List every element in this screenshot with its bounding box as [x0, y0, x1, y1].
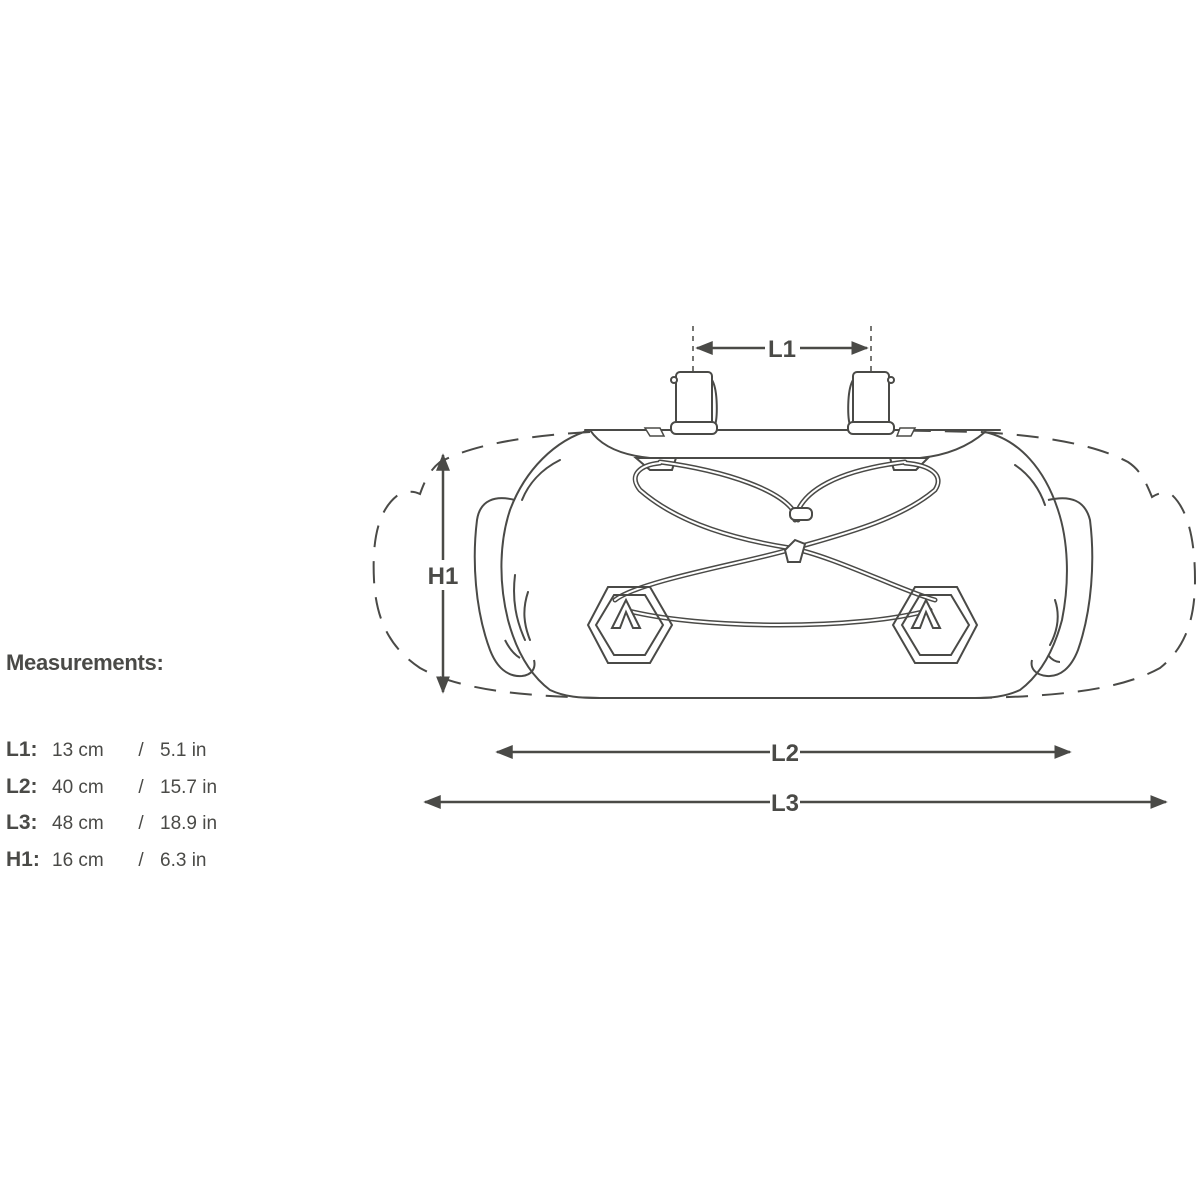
legend-metric-value: 48 cm [52, 813, 104, 834]
dimension-l1: L1 [692, 326, 872, 372]
expanded-outline-dashed [372, 429, 1197, 699]
legend-metric-value: 16 cm [52, 849, 104, 871]
mount-strap-right [847, 371, 895, 435]
legend-metric-value: 13 cm [52, 740, 104, 761]
bungee-cord [612, 459, 941, 628]
bag-body [500, 429, 1068, 699]
legend-separator: / [138, 849, 144, 871]
dimension-h1: H1 [428, 453, 459, 694]
dimension-label-l2: L2 [771, 740, 799, 767]
legend-key: H1: [6, 847, 40, 871]
dimension-label-l3: L3 [771, 790, 799, 817]
hex-anchor-right [891, 586, 979, 664]
legend-separator: / [138, 813, 144, 834]
legend-metric-value: 40 cm [52, 776, 104, 798]
measurements-legend: Measurements: L1: 13 cm / 5.1 in L2: 40 … [6, 648, 217, 884]
dimension-label-h1: H1 [428, 563, 459, 590]
legend-title: Measurements: [6, 650, 164, 675]
legend-separator: / [138, 776, 144, 798]
dimension-label-l1: L1 [768, 336, 796, 363]
legend-key: L3: [6, 811, 38, 834]
dimension-l3: L3 [423, 790, 1168, 817]
side-roll-left [473, 497, 536, 678]
legend-separator: / [138, 740, 144, 761]
legend-imperial-value: 5.1 in [160, 740, 207, 761]
legend-row-h1: H1: 16 cm / 6.3 in [6, 848, 217, 885]
cord-lock [783, 507, 813, 563]
lid-tabs [643, 427, 917, 437]
legend-key: L1: [6, 738, 38, 761]
dimension-l2: L2 [495, 740, 1072, 767]
legend-key: L2: [6, 774, 38, 798]
hex-anchor-left [586, 586, 674, 664]
legend-row-l1: L1: 13 cm / 5.1 in [6, 738, 217, 775]
legend-row-l2: L2: 40 cm / 15.7 in [6, 775, 217, 812]
legend-imperial-value: 18.9 in [160, 813, 218, 834]
legend-imperial-value: 6.3 in [160, 849, 207, 871]
legend-row-l3: L3: 48 cm / 18.9 in [6, 811, 217, 848]
mount-strap-left [670, 371, 718, 435]
side-roll-right [1030, 497, 1094, 678]
legend-imperial-value: 15.7 in [160, 776, 218, 798]
